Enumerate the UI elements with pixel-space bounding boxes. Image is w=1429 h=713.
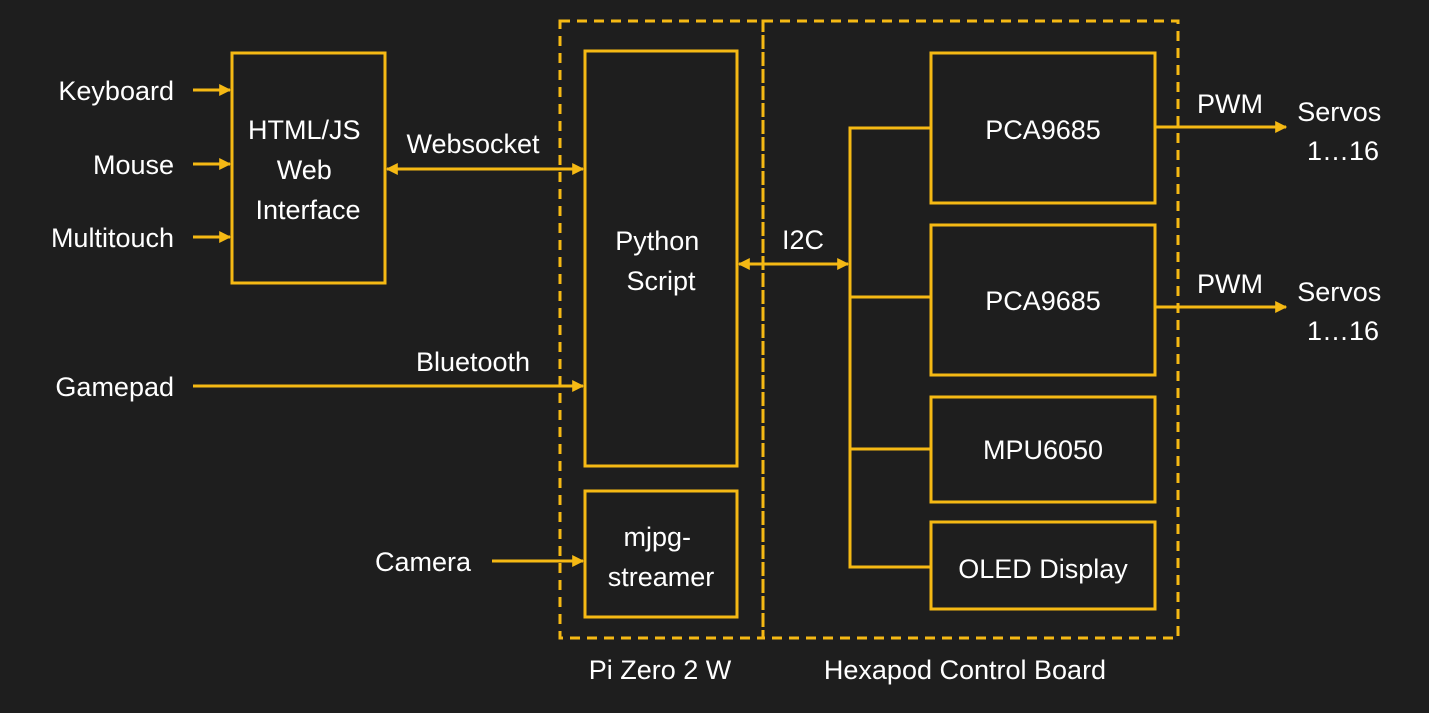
pi-zero-group-label: Pi Zero 2 W: [589, 655, 732, 685]
control-board-group: [761, 19, 1180, 640]
gamepad-label: Gamepad: [55, 372, 174, 402]
oled-display-label: OLED Display: [958, 554, 1128, 584]
pwm-label-1: PWM: [1197, 89, 1263, 119]
pwm-label-2: PWM: [1197, 269, 1263, 299]
multitouch-label: Multitouch: [51, 223, 174, 253]
mouse-label: Mouse: [93, 150, 174, 180]
pca9685-label-1: PCA9685: [985, 115, 1101, 145]
bluetooth-label: Bluetooth: [416, 347, 530, 377]
servos-label-1: Servos 1…16: [1297, 97, 1389, 166]
mjpg-streamer-label: mjpg- streamer: [608, 522, 715, 592]
python-script-block: [583, 49, 739, 468]
i2c-bus: [848, 126, 931, 569]
mpu6050-label: MPU6050: [983, 435, 1103, 465]
web-interface-label: HTML/JS Web Interface: [248, 115, 368, 225]
python-script-label: Python Script: [615, 226, 707, 296]
camera-label: Camera: [375, 547, 472, 577]
web-interface-block: [230, 51, 387, 285]
keyboard-label: Keyboard: [58, 76, 174, 106]
pca9685-block-2: [929, 223, 1157, 377]
websocket-label: Websocket: [406, 129, 540, 159]
control-board-group-label: Hexapod Control Board: [824, 655, 1106, 685]
mjpg-streamer-block: [583, 489, 739, 619]
pca9685-label-2: PCA9685: [985, 286, 1101, 316]
servos-label-2: Servos 1…16: [1297, 277, 1389, 346]
i2c-label: I2C: [782, 225, 824, 255]
